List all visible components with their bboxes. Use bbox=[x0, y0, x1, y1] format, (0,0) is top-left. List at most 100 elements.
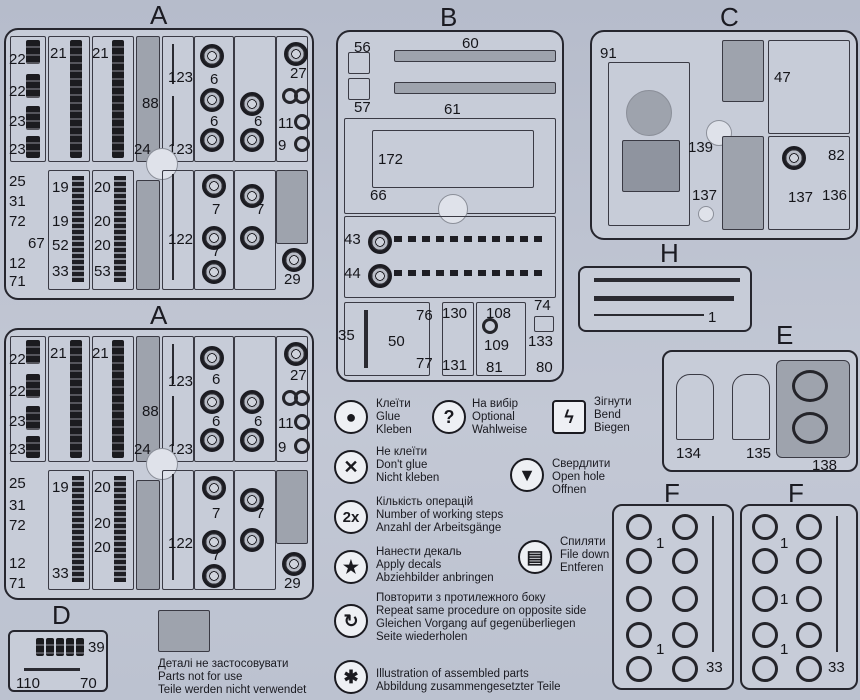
legend-optional-de: Wahlweise bbox=[472, 424, 528, 436]
track-link bbox=[76, 638, 84, 656]
return-roller bbox=[626, 656, 652, 682]
legend-assembled-en: Illustration of assembled parts bbox=[376, 668, 529, 680]
legend-bend-en: Bend bbox=[594, 409, 621, 421]
legend-file-de: Entferen bbox=[560, 562, 604, 574]
part-number: 33 bbox=[52, 263, 69, 280]
part-number: 137 bbox=[692, 187, 718, 204]
rod-part bbox=[364, 310, 368, 368]
rod-part bbox=[172, 174, 174, 280]
part-number: 6 bbox=[210, 113, 219, 130]
small-part bbox=[698, 206, 714, 222]
part-number: 33 bbox=[828, 659, 845, 676]
sprue-d-label: D bbox=[52, 600, 71, 630]
part-number: 66 bbox=[370, 187, 387, 204]
return-roller bbox=[626, 548, 652, 574]
barrel-part bbox=[594, 278, 740, 282]
small-part bbox=[294, 414, 310, 430]
part-number: 31 bbox=[9, 193, 26, 210]
small-part bbox=[534, 316, 554, 332]
part-number: 1 bbox=[780, 591, 789, 608]
rod-cell bbox=[162, 36, 194, 162]
part-number: 20 bbox=[94, 213, 111, 230]
part-number: 67 bbox=[28, 235, 45, 252]
wheel-cell bbox=[194, 336, 234, 462]
track-link-23 bbox=[26, 106, 40, 130]
part-number: 12 bbox=[9, 255, 26, 272]
return-roller bbox=[796, 548, 822, 574]
sprue-f-label: F bbox=[788, 478, 804, 508]
sprue-a-top: 22 22 23 23 21 21 88 24 123 123 6 6 6 6 … bbox=[4, 28, 314, 300]
road-wheel bbox=[240, 528, 264, 552]
part-number: 23 bbox=[9, 413, 26, 430]
part-number: 6 bbox=[210, 71, 219, 88]
legend-repeat-de2: Seite wiederholen bbox=[376, 631, 468, 643]
return-roller bbox=[752, 514, 778, 540]
small-part bbox=[294, 136, 310, 152]
legend-glue-en: Glue bbox=[376, 411, 401, 423]
return-roller bbox=[626, 514, 652, 540]
track-cell bbox=[10, 336, 46, 462]
part-number: 139 bbox=[688, 139, 714, 156]
track-link-22 bbox=[26, 40, 40, 64]
unused-parts-cell bbox=[136, 480, 160, 590]
part-number: 23 bbox=[9, 113, 26, 130]
part-number: 20 bbox=[94, 479, 111, 496]
no-glue-icon: ✕ bbox=[334, 450, 368, 484]
small-part bbox=[482, 318, 498, 334]
part-number: 134 bbox=[676, 445, 702, 462]
plate-part bbox=[348, 78, 370, 100]
part-number: 31 bbox=[9, 497, 26, 514]
legend-file-en: File down bbox=[560, 549, 610, 561]
part-number: 27 bbox=[290, 65, 307, 82]
part-number: 53 bbox=[94, 263, 111, 280]
part-number: 133 bbox=[528, 333, 554, 350]
small-part bbox=[294, 114, 310, 130]
part-number: 74 bbox=[534, 297, 551, 314]
road-wheel bbox=[240, 226, 264, 250]
pad-cell bbox=[92, 470, 134, 590]
part-number: 6 bbox=[212, 413, 221, 430]
unused-parts-swatch bbox=[158, 610, 210, 652]
part-number: 137 bbox=[788, 189, 814, 206]
return-roller bbox=[752, 656, 778, 682]
road-wheel bbox=[240, 390, 264, 414]
part-number: 82 bbox=[828, 147, 845, 164]
part-number: 21 bbox=[92, 45, 109, 62]
part-number: 1 bbox=[656, 535, 665, 552]
road-wheel bbox=[200, 428, 224, 452]
part-number: 19 bbox=[52, 179, 69, 196]
part-number: 1 bbox=[656, 641, 665, 658]
part-number: 76 bbox=[416, 307, 433, 324]
track-link-23 bbox=[26, 136, 40, 158]
part-number: 138 bbox=[812, 457, 838, 474]
legend-notuse-en: Parts not for use bbox=[158, 671, 243, 683]
wheel-cell bbox=[194, 470, 234, 590]
part-number: 57 bbox=[354, 99, 371, 116]
legend-steps-ua: Кількість операцій bbox=[376, 496, 474, 508]
part-number: 22 bbox=[9, 351, 26, 368]
sprue-a-label: A bbox=[150, 0, 168, 30]
turret-ring bbox=[626, 90, 672, 136]
unused-parts-cell bbox=[136, 36, 160, 162]
legend-file-ua: Спиляти bbox=[560, 536, 606, 548]
sprue-b-label: B bbox=[440, 2, 458, 32]
part-number: 21 bbox=[50, 45, 67, 62]
rod-part bbox=[836, 516, 838, 652]
part-number: 122 bbox=[168, 535, 194, 552]
unused-parts-cell bbox=[722, 40, 764, 102]
road-wheel bbox=[202, 260, 226, 284]
bend-icon: ϟ bbox=[552, 400, 586, 434]
sprue-d: 39 110 70 bbox=[8, 630, 108, 692]
part-number: 91 bbox=[600, 45, 617, 62]
part-number: 7 bbox=[256, 505, 265, 522]
parts-cell bbox=[344, 302, 430, 376]
rod-cell bbox=[162, 170, 194, 290]
track-cell bbox=[10, 36, 46, 162]
road-wheel bbox=[240, 488, 264, 512]
wheel-cell bbox=[234, 470, 276, 590]
road-wheel bbox=[200, 44, 224, 68]
rod-part bbox=[24, 668, 80, 671]
unused-parts-cell bbox=[136, 180, 160, 290]
track-run-21 bbox=[112, 340, 124, 458]
return-roller bbox=[796, 622, 822, 648]
